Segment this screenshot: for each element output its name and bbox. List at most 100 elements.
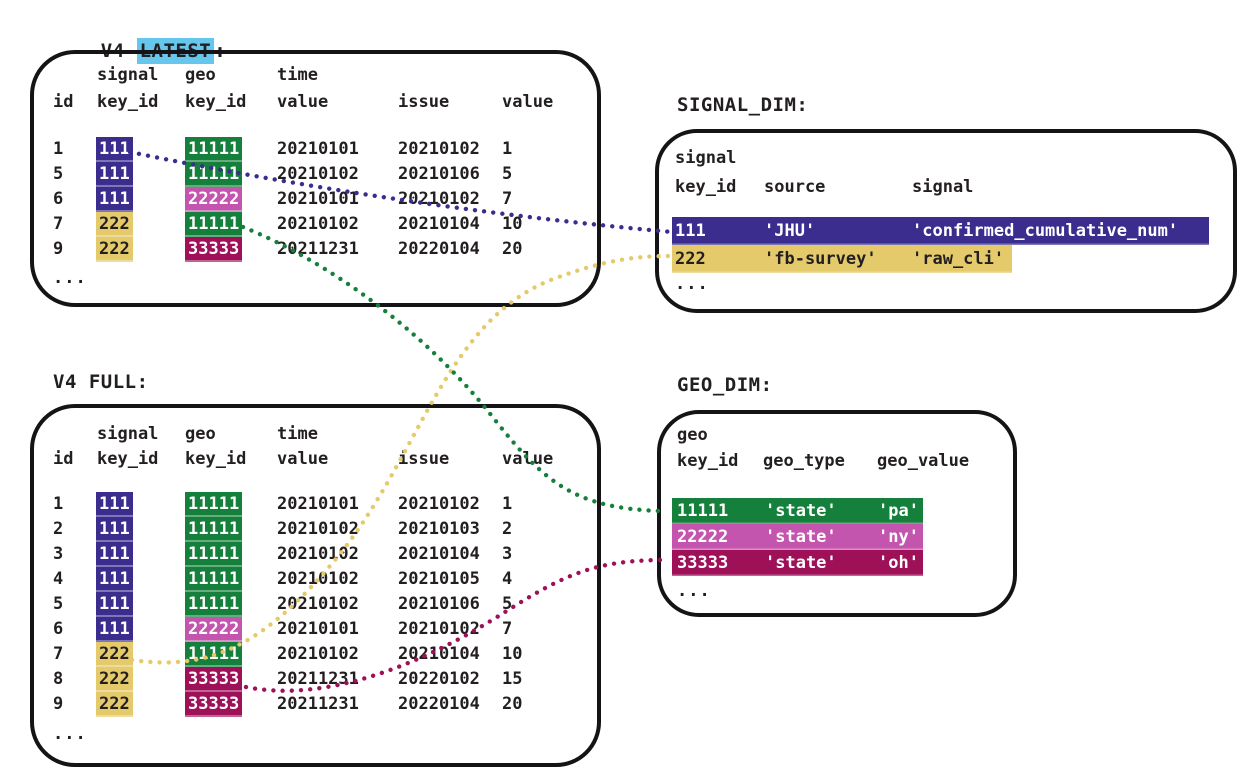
cell-signal-key: 111 <box>96 567 133 592</box>
geo-dim-header-geo-value: geo_value <box>877 451 970 471</box>
latest-header-signal-key: key_id <box>97 92 159 112</box>
cell-value: 1 <box>502 494 513 514</box>
full-header-geo: geo <box>185 424 216 444</box>
geo-dim-row: 22222 'state' 'ny' <box>672 524 923 550</box>
geo-dim-header-key-id: key_id <box>677 451 739 471</box>
cell-signal-key: 222 <box>96 667 133 692</box>
cell-geo-key: 22222 <box>677 527 729 547</box>
cell-value: 7 <box>502 189 513 209</box>
cell-id: 7 <box>53 214 64 234</box>
cell-geo-key: 22222 <box>185 617 242 642</box>
cell-time-value: 20210102 <box>277 214 359 234</box>
cell-signal: 'raw_cli' <box>912 249 1005 269</box>
cell-geo-key: 33333 <box>185 237 242 262</box>
cell-value: 5 <box>502 594 513 614</box>
latest-ellipsis: ... <box>53 268 87 288</box>
cell-value: 10 <box>502 644 523 664</box>
cell-issue: 20210102 <box>398 619 480 639</box>
cell-source: 'JHU' <box>764 221 816 241</box>
cell-issue: 20210106 <box>398 164 480 184</box>
cell-time-value: 20210102 <box>277 594 359 614</box>
table-row: 1 111 11111 20210101 20210102 1 <box>0 492 1247 517</box>
full-header-geo-key: key_id <box>185 449 247 469</box>
cell-time-value: 20210101 <box>277 494 359 514</box>
full-header-time-value: value <box>277 449 329 469</box>
latest-header-geo-key: key_id <box>185 92 247 112</box>
table-row: 5 111 11111 20210102 20210106 5 <box>0 592 1247 617</box>
cell-issue: 20220102 <box>398 669 480 689</box>
latest-header-time-value: value <box>277 92 329 112</box>
latest-header-time: time <box>277 65 318 85</box>
full-header-id: id <box>53 449 74 469</box>
cell-value: 3 <box>502 544 513 564</box>
cell-geo-type: 'state' <box>765 527 837 547</box>
cell-signal-key: 222 <box>96 692 133 717</box>
cell-issue: 20220104 <box>398 239 480 259</box>
cell-signal-key: 222 <box>96 237 133 262</box>
cell-value: 20 <box>502 239 523 259</box>
cell-time-value: 20210101 <box>277 189 359 209</box>
cell-time-value: 20211231 <box>277 239 359 259</box>
full-header-time: time <box>277 424 318 444</box>
cell-signal-key: 222 <box>675 249 706 269</box>
cell-value: 5 <box>502 164 513 184</box>
cell-issue: 20210106 <box>398 594 480 614</box>
full-header-signal: signal <box>97 424 159 444</box>
cell-signal-key: 111 <box>96 162 133 187</box>
latest-header-signal: signal <box>97 65 159 85</box>
cell-id: 1 <box>53 139 64 159</box>
cell-signal-key: 111 <box>96 517 133 542</box>
geo-dim-header-geo-top: geo <box>677 425 708 445</box>
cell-source: 'fb-survey' <box>764 249 877 269</box>
cell-signal-key: 222 <box>96 642 133 667</box>
table-row: 4 111 11111 20210102 20210105 4 <box>0 567 1247 592</box>
signal-dim-header-source: source <box>764 177 826 197</box>
cell-time-value: 20210102 <box>277 569 359 589</box>
cell-time-value: 20210101 <box>277 619 359 639</box>
full-ellipsis: ... <box>53 724 87 744</box>
cell-signal-key: 111 <box>96 592 133 617</box>
latest-header-geo: geo <box>185 65 216 85</box>
cell-issue: 20210102 <box>398 139 480 159</box>
cell-geo-key: 33333 <box>185 692 242 717</box>
cell-signal-key: 111 <box>96 137 133 162</box>
cell-geo-key: 11111 <box>185 137 242 162</box>
cell-signal: 'confirmed_cumulative_num' <box>912 221 1179 241</box>
latest-header-id: id <box>53 92 74 112</box>
cell-time-value: 20211231 <box>277 694 359 714</box>
cell-signal-key: 111 <box>96 617 133 642</box>
geo-dim-header-geo-type: geo_type <box>763 451 845 471</box>
cell-value: 10 <box>502 214 523 234</box>
cell-value: 15 <box>502 669 523 689</box>
cell-id: 9 <box>53 239 64 259</box>
cell-issue: 20210105 <box>398 569 480 589</box>
signal-dim-ellipsis: ... <box>675 274 709 294</box>
cell-issue: 20220104 <box>398 694 480 714</box>
cell-signal-key: 222 <box>96 212 133 237</box>
cell-geo-value: 'oh' <box>878 553 919 573</box>
cell-geo-value: 'ny' <box>878 527 919 547</box>
cell-geo-key: 11111 <box>185 212 242 237</box>
geo-dim-ellipsis: ... <box>677 581 711 601</box>
cell-signal-key: 111 <box>96 542 133 567</box>
signal-dim-header-signal: signal <box>912 177 974 197</box>
cell-geo-key: 11111 <box>185 542 242 567</box>
full-title: V4 FULL: <box>53 371 149 393</box>
geo-dim-title: GEO_DIM: <box>677 374 773 396</box>
cell-time-value: 20210102 <box>277 544 359 564</box>
cell-geo-type: 'state' <box>765 501 837 521</box>
cell-issue: 20210102 <box>398 189 480 209</box>
cell-issue: 20210104 <box>398 644 480 664</box>
cell-geo-key: 11111 <box>185 592 242 617</box>
signal-dim-header-signal-top: signal <box>675 148 737 168</box>
table-row: 8 222 33333 20211231 20220102 15 <box>0 667 1247 692</box>
cell-signal-key: 111 <box>96 187 133 212</box>
cell-geo-key: 22222 <box>185 187 242 212</box>
cell-id: 3 <box>53 544 64 564</box>
cell-geo-value: 'pa' <box>878 501 919 521</box>
cell-geo-type: 'state' <box>765 553 837 573</box>
cell-issue: 20210103 <box>398 519 480 539</box>
cell-issue: 20210104 <box>398 214 480 234</box>
cell-time-value: 20210101 <box>277 139 359 159</box>
